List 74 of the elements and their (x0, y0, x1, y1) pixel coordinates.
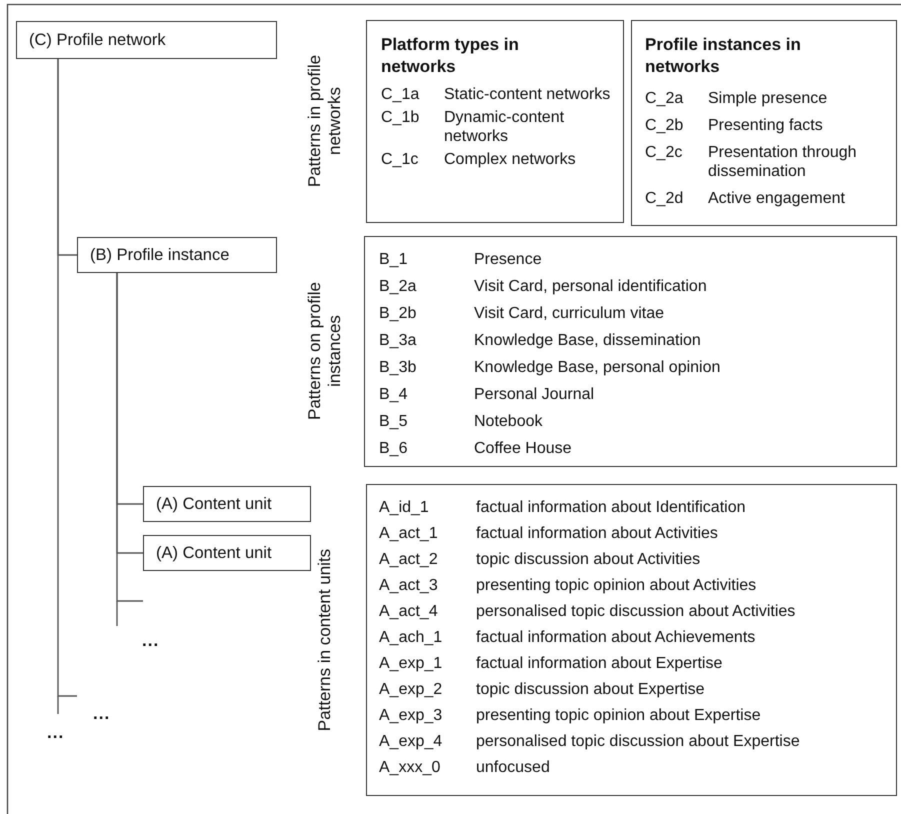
pattern-code: C_2b (645, 116, 684, 135)
hierarchy-box (16, 21, 277, 59)
pattern-code: A_act_3 (379, 576, 439, 595)
hierarchy-box (77, 237, 277, 273)
pattern-description: Complex networks (444, 150, 577, 169)
ellipsis-text: ... (93, 707, 110, 721)
pattern-description: Notebook (474, 412, 544, 431)
pattern-list-panel (631, 20, 897, 226)
panel-heading: Platform types in networks (381, 34, 520, 78)
pattern-code: B_2a (379, 277, 418, 296)
pattern-code: A_exp_2 (379, 680, 444, 699)
pattern-code: A_exp_1 (379, 654, 444, 673)
ellipsis-text: ... (142, 634, 160, 648)
pattern-code: A_ach_1 (379, 628, 444, 647)
pattern-code: A_act_1 (379, 524, 439, 543)
pattern-code: A_act_2 (379, 550, 439, 569)
pattern-description: factual information about Activities (476, 524, 719, 543)
pattern-description: factual information about Achievements (476, 628, 756, 647)
pattern-description: Simple presence (708, 89, 828, 108)
pattern-code: A_exp_3 (379, 706, 444, 725)
pattern-description: presenting topic opinion about Activities (476, 576, 758, 595)
pattern-description: unfocused (476, 758, 551, 777)
pattern-description: factual information about Identification (476, 498, 746, 517)
connector-line (57, 59, 77, 714)
rotated-section-label: Patterns in profile networks (305, 54, 345, 190)
pattern-code: C_2a (645, 89, 684, 108)
hierarchy-box (143, 535, 311, 571)
pattern-code: C_1a (381, 85, 420, 104)
box-label: (A) Content unit (156, 494, 272, 514)
pattern-code: B_3a (379, 331, 418, 350)
box-label: (B) Profile instance (90, 246, 230, 264)
pattern-description: Dynamic-content networks (444, 108, 566, 146)
pattern-description: personalised topic discussion about Expertise (476, 732, 801, 751)
box-label: (A) Content unit (156, 544, 272, 562)
pattern-code: A_id_1 (379, 498, 430, 517)
pattern-description: Visit Card, curriculum vitae (474, 304, 665, 323)
pattern-code: B_1 (379, 250, 408, 269)
pattern-description: Active engagement (708, 189, 846, 208)
pattern-description: personalised topic discussion about Activities (476, 602, 796, 621)
pattern-description: Coffee House (474, 439, 573, 458)
pattern-code: A_act_4 (379, 602, 439, 621)
pattern-description: topic discussion about Expertise (476, 680, 706, 699)
pattern-description: topic discussion about Activities (476, 550, 702, 569)
pattern-description: Presenting facts (708, 116, 824, 135)
pattern-code: B_2b (379, 304, 418, 323)
pattern-description: Presence (474, 250, 543, 269)
pattern-description: Static-content networks (444, 85, 612, 104)
pattern-list-panel (364, 236, 897, 467)
ellipsis-text: ... (47, 726, 64, 740)
pattern-code: B_3b (379, 358, 418, 377)
pattern-description: factual information about Expertise (476, 654, 724, 673)
rotated-section-label: Patterns in content units (315, 548, 335, 734)
pattern-code: C_1c (381, 150, 420, 169)
pattern-code: C_2c (645, 143, 684, 163)
hierarchy-box (143, 486, 311, 522)
pattern-code: C_1b (381, 108, 420, 128)
pattern-code: B_6 (379, 439, 408, 458)
pattern-list-panel (366, 20, 624, 223)
connector-line (116, 273, 143, 626)
pattern-description: presenting topic opinion about Expertise (476, 706, 762, 725)
pattern-description: Personal Journal (474, 385, 596, 404)
rotated-section-label: Patterns on profile instances (305, 281, 345, 422)
pattern-code: C_2d (645, 189, 684, 208)
pattern-code: B_5 (379, 412, 408, 431)
panel-heading: Profile instances in networks (645, 34, 802, 78)
pattern-description: Knowledge Base, personal opinion (474, 358, 722, 377)
pattern-code: B_4 (379, 385, 408, 404)
box-label: (C) Profile network (29, 30, 166, 50)
pattern-description: Presentation through dissemination (708, 143, 858, 181)
pattern-code: A_xxx_0 (379, 758, 442, 777)
pattern-description: Visit Card, personal identification (474, 277, 708, 296)
pattern-description: Knowledge Base, dissemination (474, 331, 702, 350)
pattern-code: A_exp_4 (379, 732, 444, 751)
pattern-list-panel (366, 484, 897, 796)
